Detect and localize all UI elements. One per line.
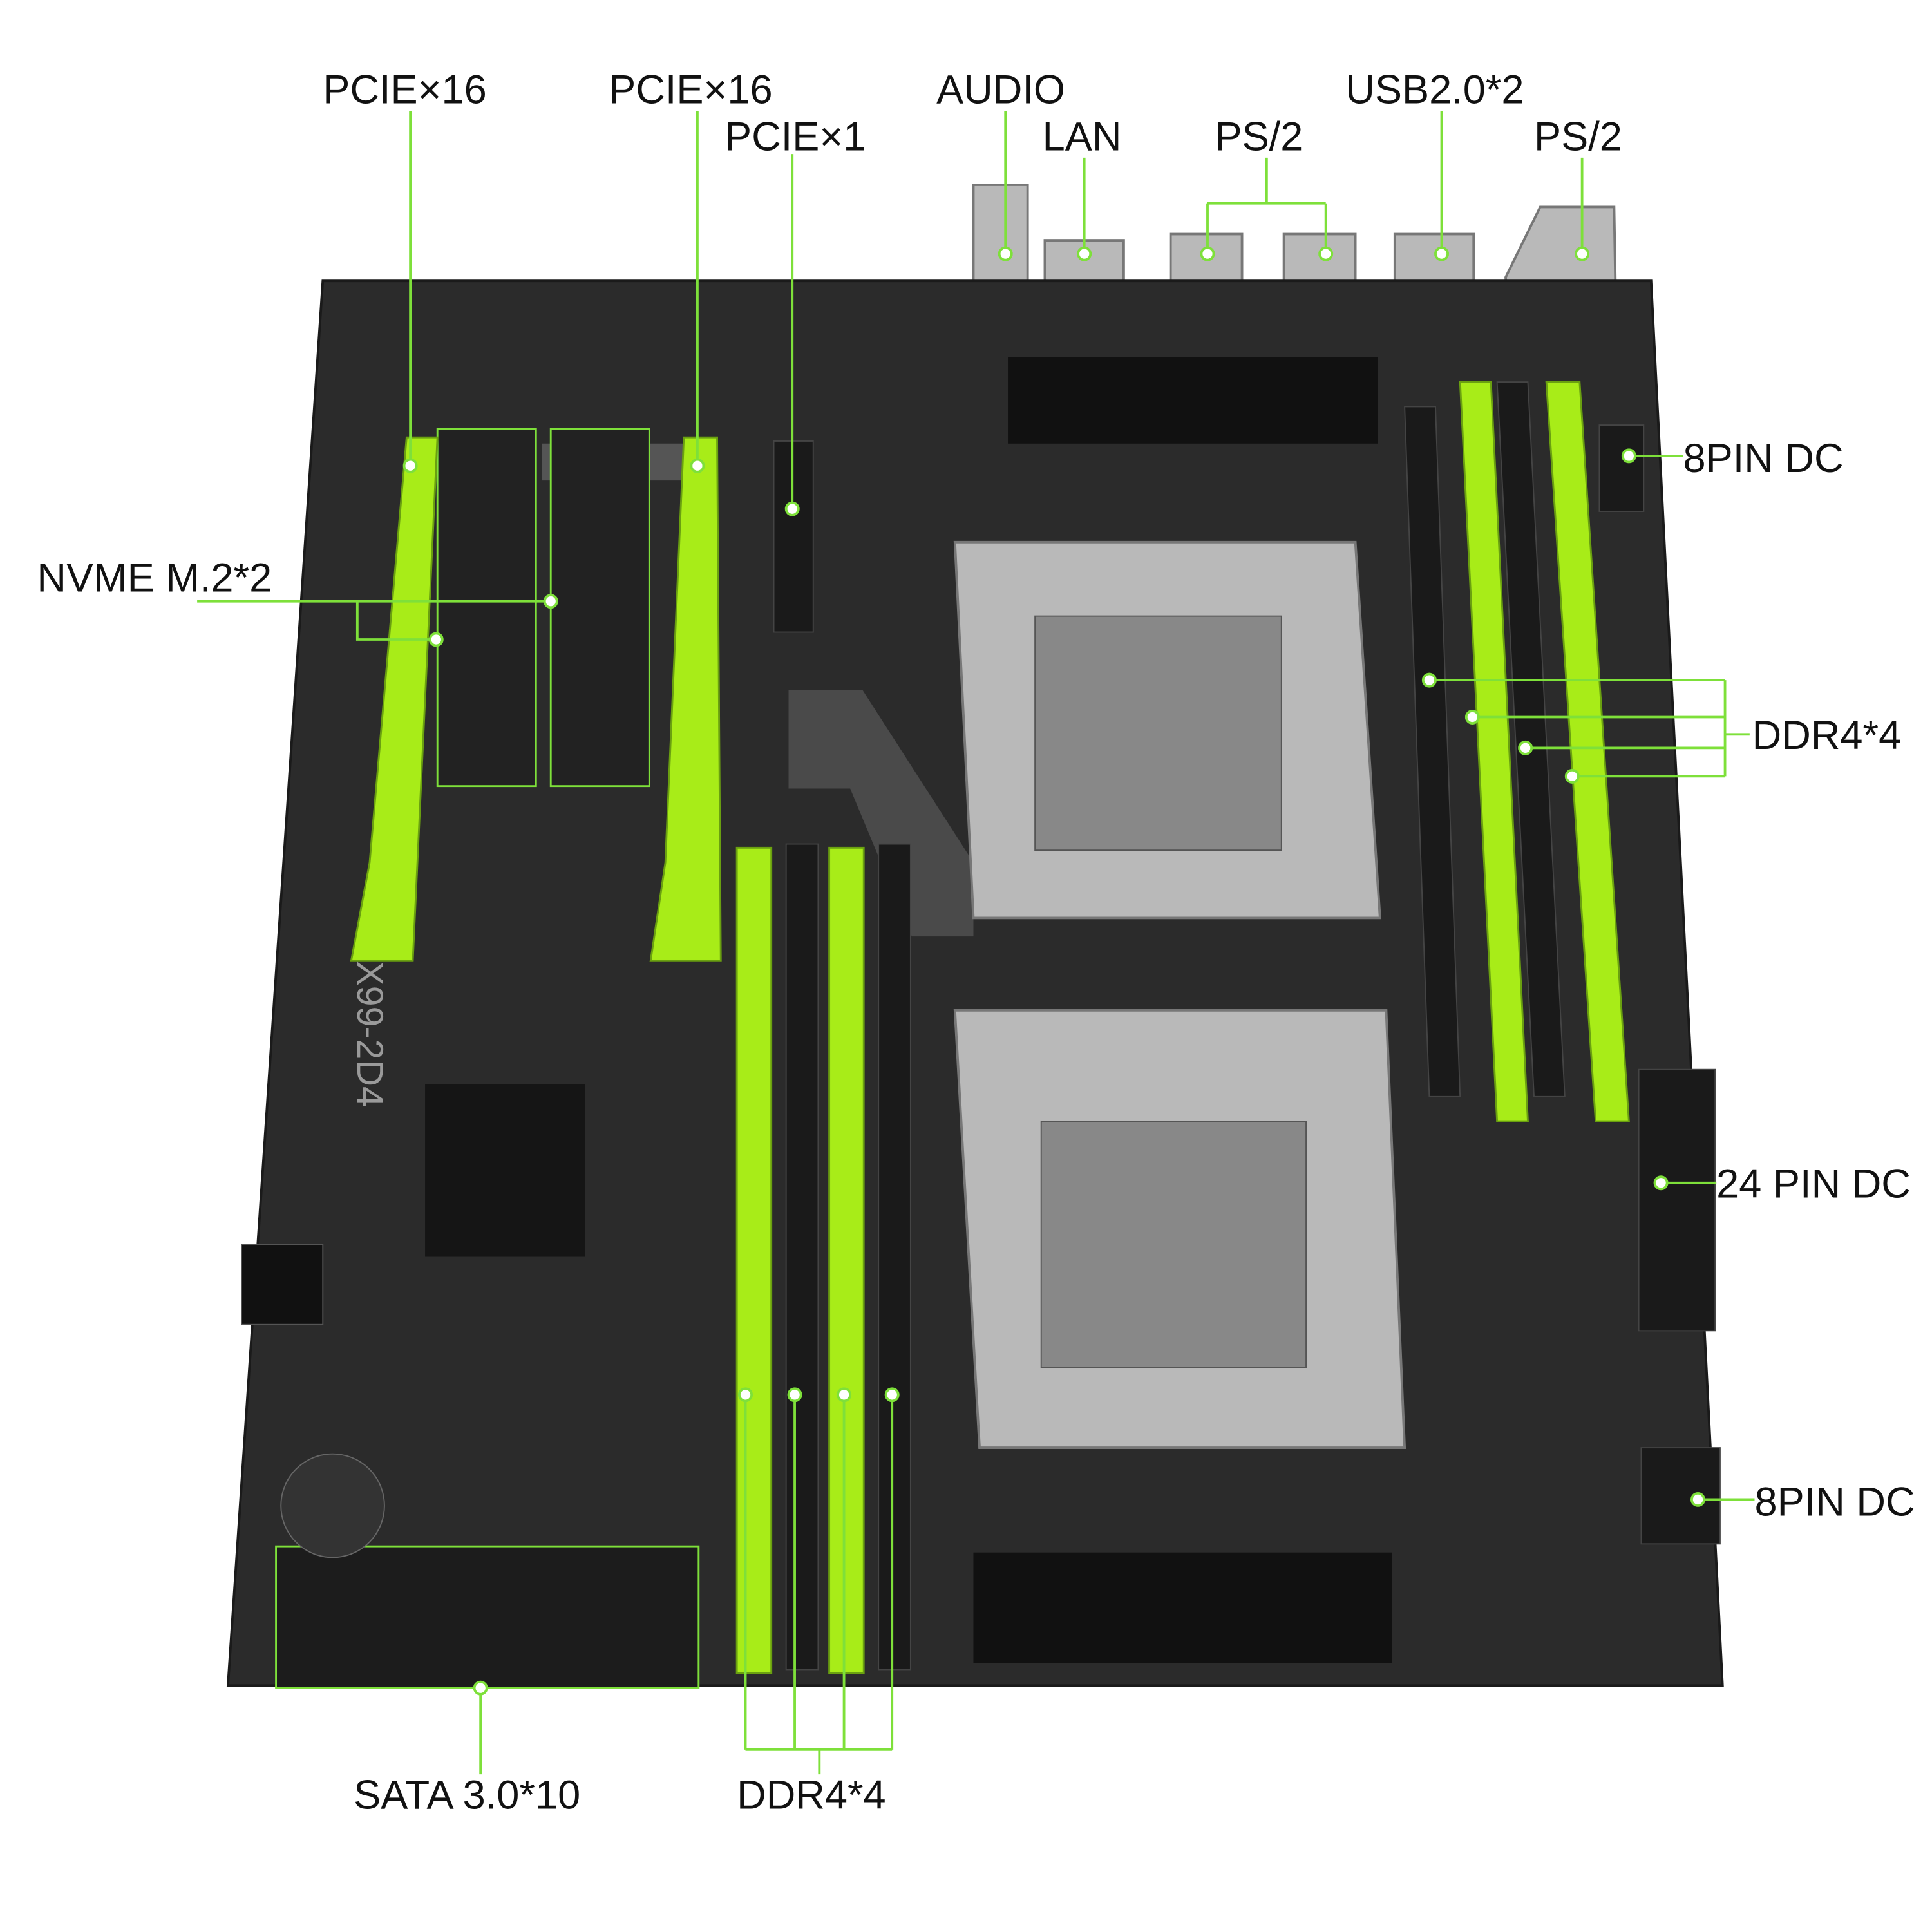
label-ddr4-bottom: DDR4*4 — [737, 1773, 886, 1818]
pcie-x16-slot-1 — [350, 436, 439, 962]
callout-lines — [197, 111, 1755, 1775]
callout-dots — [402, 246, 1705, 1696]
24pin-connector — [1638, 1068, 1716, 1332]
ddr4-slots-right — [1404, 381, 1630, 1122]
debug-led-display — [241, 1244, 324, 1325]
cpu-socket-1 — [953, 1009, 1406, 1449]
label-sata: SATA 3.0*10 — [354, 1773, 580, 1818]
m2-slot-1 — [436, 428, 537, 788]
m2-slot-2 — [549, 428, 650, 788]
vrm-heatsink-bottom — [973, 1552, 1392, 1663]
label-pcie16-b: PCIE×16 — [609, 68, 772, 113]
label-ddr4-right: DDR4*4 — [1752, 713, 1902, 758]
label-lan: LAN — [1043, 114, 1122, 159]
ddr4-slots-bottom — [735, 843, 911, 1674]
cmos-battery — [280, 1453, 385, 1558]
label-8pin-top: 8PIN DC — [1683, 436, 1844, 481]
board-trace-art — [788, 690, 974, 937]
label-ps2-a: PS/2 — [1215, 114, 1303, 159]
vrm-heatsink-top — [1008, 357, 1378, 444]
sata-ports — [275, 1545, 700, 1689]
8pin-connector-bottom — [1640, 1447, 1721, 1545]
label-audio: AUDIO — [936, 68, 1065, 113]
label-ps2-b: PS/2 — [1534, 114, 1622, 159]
label-pcie16-a: PCIE×16 — [323, 68, 486, 113]
cpu-socket-2 — [953, 540, 1381, 920]
label-usb: USB2.0*2 — [1345, 68, 1524, 113]
model-marking: X99-2D4 — [349, 961, 390, 1106]
label-pcie1: PCIE×1 — [724, 114, 866, 159]
8pin-connector-top — [1598, 424, 1645, 512]
label-nvme: NVME M.2*2 — [37, 555, 272, 600]
label-8pin-bottom: 8PIN DC — [1754, 1479, 1915, 1524]
chipset-heatsink — [425, 1084, 585, 1257]
pcie-x16-slot-2 — [649, 436, 722, 962]
label-24pin: 24 PIN DC — [1716, 1162, 1911, 1207]
